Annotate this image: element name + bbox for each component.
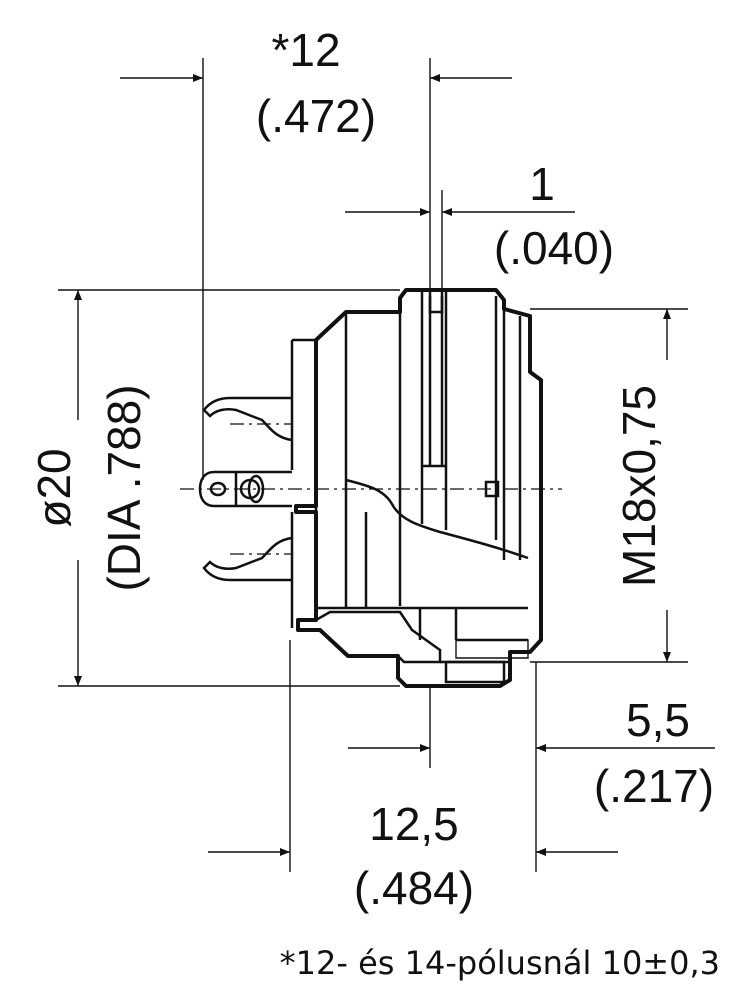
dimension-lines — [74, 74, 715, 856]
top-width-in-label: (.472) — [256, 90, 376, 142]
gap-mm-label: 1 — [529, 158, 555, 210]
extension-lines — [58, 58, 688, 872]
depth-mm-label: 5,5 — [626, 694, 690, 746]
diameter-in-label: (DIA .788) — [98, 384, 150, 591]
footnote: *12- és 14-pólusnál 10±0,3 — [280, 944, 720, 982]
connector-body — [290, 288, 543, 688]
diameter-mm-label: ø20 — [28, 448, 80, 527]
depth-in-label: (.217) — [594, 760, 714, 812]
length-in-label: (.484) — [354, 862, 474, 914]
thread-label: M18x0,75 — [613, 385, 665, 587]
gap-in-label: (.040) — [494, 222, 614, 274]
length-mm-label: 12,5 — [369, 798, 459, 850]
top-width-mm-label: *12 — [271, 24, 340, 76]
